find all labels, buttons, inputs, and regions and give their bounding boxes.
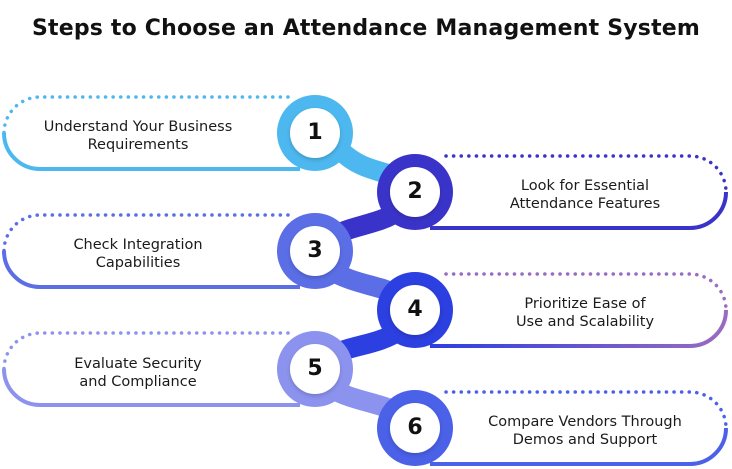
step-2-text: Look for Essential Attendance Features <box>475 177 695 213</box>
step-1-text: Understand Your Business Requirements <box>28 118 248 154</box>
step-4-text: Prioritize Ease of Use and Scalability <box>475 295 695 331</box>
step-6-outline <box>430 390 728 466</box>
step-2-outline <box>430 154 728 230</box>
page-title: Steps to Choose an Attendance Management… <box>31 16 701 41</box>
step-4-outline <box>430 272 728 348</box>
step-4-line2: Use and Scalability <box>515 314 655 330</box>
step-3-text: Check Integration Capabilities <box>28 236 248 272</box>
step-6-number: 6 <box>407 415 423 440</box>
step-3-outline <box>2 213 300 289</box>
step-2-badge <box>390 167 440 217</box>
step-5-line2: and Compliance <box>79 374 197 390</box>
step-4-badge <box>390 285 440 335</box>
step-6-line1: Compare Vendors Through <box>488 414 682 430</box>
step-6-line2: Demos and Support <box>512 432 658 448</box>
step-5-line1: Evaluate Security <box>74 356 202 372</box>
step-6-text: Compare Vendors Through Demos and Suppor… <box>475 413 695 449</box>
step-5-number: 5 <box>307 356 323 381</box>
step-2-line1: Look for Essential <box>520 178 650 194</box>
step-4-line1: Prioritize Ease of <box>524 296 646 312</box>
step-1-outline <box>2 95 300 171</box>
step-4-number: 4 <box>407 297 423 322</box>
step-2-line2: Attendance Features <box>509 196 661 212</box>
step-1-number: 1 <box>307 120 323 145</box>
step-1-badge <box>290 108 340 158</box>
step-5-badge <box>290 344 340 394</box>
step-3-line1: Check Integration <box>73 237 203 253</box>
step-1-line2: Requirements <box>87 137 189 153</box>
step-6-badge <box>390 403 440 453</box>
step-2-number: 2 <box>407 179 423 204</box>
step-1-line1: Understand Your Business <box>43 119 233 135</box>
step-5-outline <box>2 331 300 407</box>
step-3-number: 3 <box>307 238 323 263</box>
step-3-badge <box>290 226 340 276</box>
step-5-text: Evaluate Security and Compliance <box>28 355 248 391</box>
step-3-line2: Capabilities <box>95 255 181 271</box>
